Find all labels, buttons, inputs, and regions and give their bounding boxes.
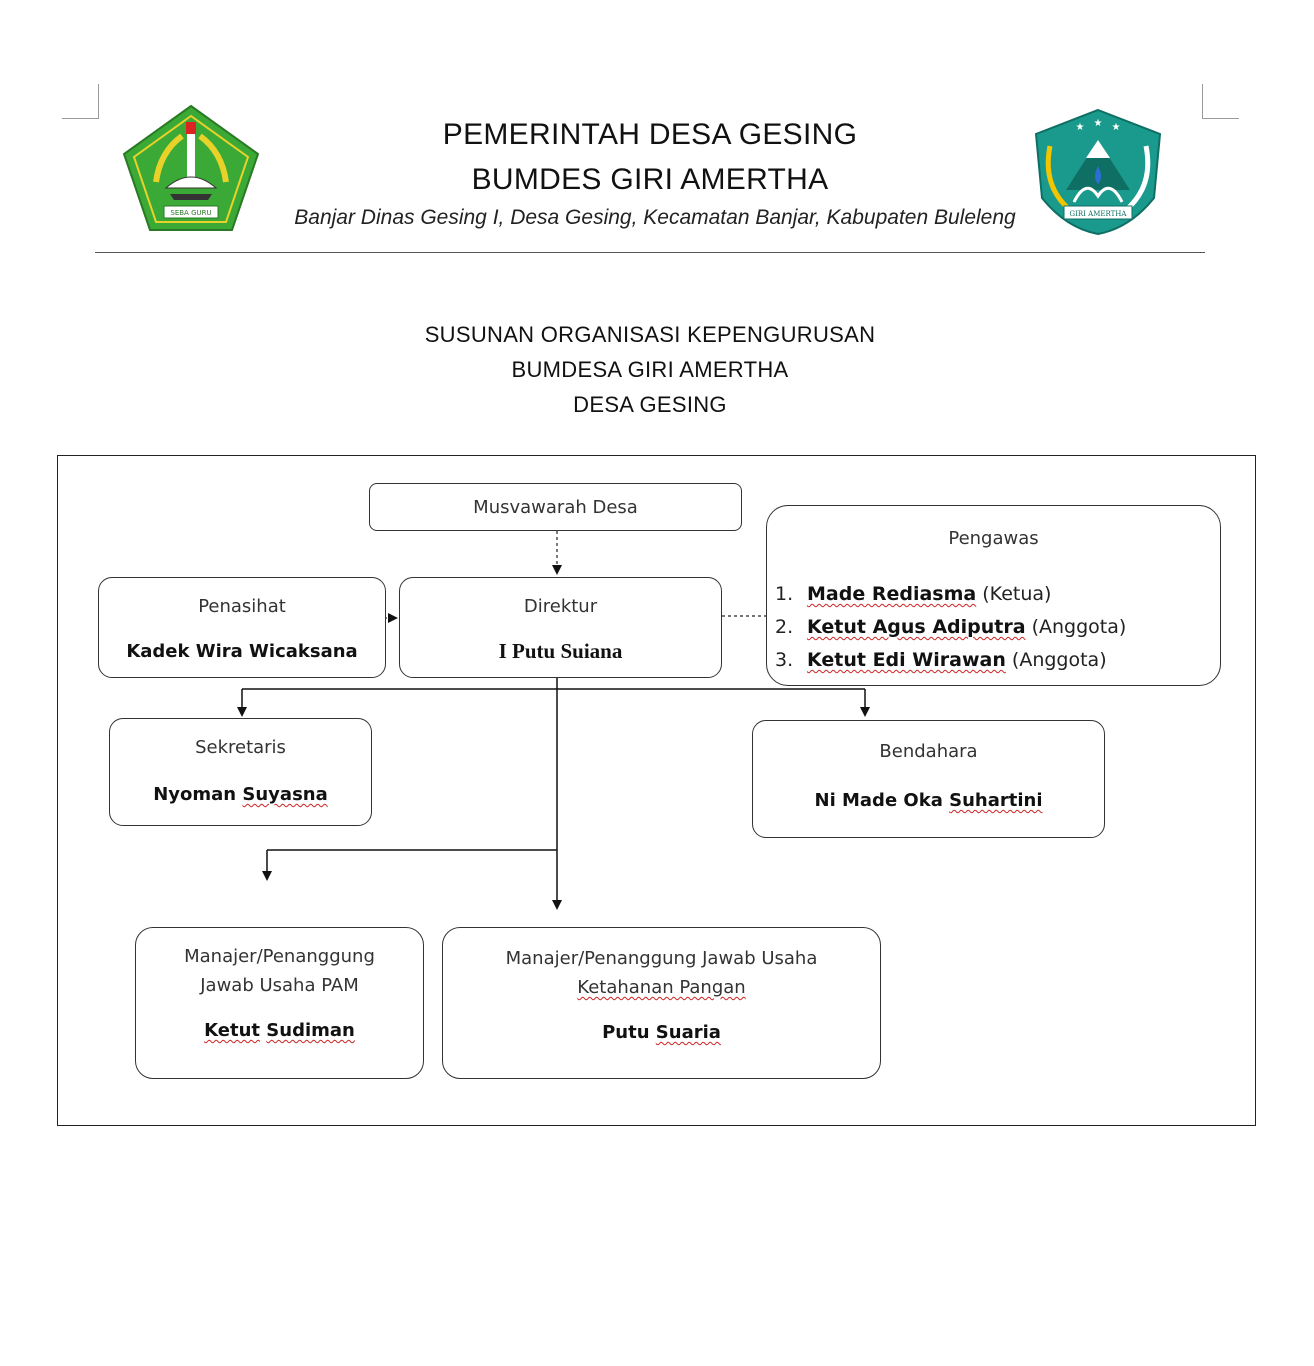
- pengawas-member-number: 2.: [775, 616, 794, 638]
- node-bendahara-name-first: Ni Made Oka: [814, 790, 943, 811]
- header-title-line1: PEMERINTAH DESA GESING: [442, 118, 858, 151]
- page-corner-mark-top-left: [62, 84, 99, 119]
- node-bendahara: Bendahara Ni Made Oka Suhartini: [752, 720, 1105, 838]
- svg-text:★: ★: [1094, 118, 1103, 129]
- node-manajer-pangan-name-wrap: Putu Suaria: [443, 1022, 880, 1043]
- node-manajer-pangan-name-first: Putu: [602, 1022, 650, 1043]
- node-manajer-pam-name-last: Sudiman: [266, 1020, 355, 1041]
- node-manajer-pangan-role-line2: Ketahanan Pangan: [577, 977, 746, 998]
- document-title-line3: DESA GESING: [573, 392, 727, 417]
- pengawas-member-number: 3.: [775, 649, 794, 671]
- svg-text:GIRI AMERTHA: GIRI AMERTHA: [1070, 210, 1128, 218]
- node-bendahara-name-wrap: Ni Made Oka Suhartini: [753, 790, 1104, 811]
- org-chart-frame: [57, 455, 1256, 1126]
- svg-text:★: ★: [1076, 122, 1085, 133]
- node-manajer-pam: Manajer/Penanggung Jawab Usaha PAM Ketut…: [135, 927, 424, 1079]
- pengawas-member: 1. Made Rediasma (Ketua): [775, 578, 1126, 611]
- pengawas-member-name: Made Rediasma: [807, 583, 977, 605]
- header-address: Banjar Dinas Gesing I, Desa Gesing, Keca…: [294, 206, 1016, 229]
- pengawas-member-name: Ketut Edi Wirawan: [807, 649, 1006, 671]
- node-sekretaris-name-last: Suyasna: [242, 784, 328, 805]
- node-penasihat: Penasihat Kadek Wira Wicaksana: [98, 577, 386, 678]
- document-title-line2: BUMDESA GIRI AMERTHA: [511, 357, 789, 382]
- pengawas-member-note: (Anggota): [1031, 616, 1127, 638]
- pengawas-member-note: (Ketua): [982, 583, 1052, 605]
- pengawas-member-name: Ketut Agus Adiputra: [807, 616, 1026, 638]
- svg-text:SEBA GURU: SEBA GURU: [170, 209, 211, 217]
- node-manajer-pam-name-wrap: Ketut Sudiman: [136, 1020, 423, 1041]
- pengawas-member-note: (Anggota): [1011, 649, 1107, 671]
- node-pengawas-role: Pengawas: [948, 528, 1039, 549]
- node-sekretaris-role: Sekretaris: [195, 737, 286, 758]
- node-sekretaris-name-first: Nyoman: [153, 784, 237, 805]
- node-direktur: Direktur I Putu Suiana: [399, 577, 722, 678]
- node-manajer-pangan-name-last: Suaria: [655, 1022, 721, 1043]
- pengawas-member-list: 1. Made Rediasma (Ketua) 2. Ketut Agus Adi…: [775, 578, 1126, 677]
- node-manajer-pam-role-line2: Jawab Usaha PAM: [200, 975, 359, 996]
- node-direktur-role: Direktur: [523, 596, 598, 617]
- node-bendahara-role: Bendahara: [879, 741, 978, 762]
- pengawas-member: 2. Ketut Agus Adiputra (Anggota): [775, 611, 1126, 644]
- giri-amertha-logo: ★ ★ ★ GIRI AMERTHA: [1030, 106, 1166, 236]
- svg-text:★: ★: [1112, 122, 1121, 133]
- node-manajer-pam-role-line1: Manajer/Penanggung: [184, 946, 375, 967]
- page-corner-mark-top-right: [1202, 84, 1239, 119]
- node-pengawas: Pengawas 1. Made Rediasma (Ketua) 2. Ketut…: [766, 505, 1221, 686]
- buleleng-emblem-logo: SEBA GURU: [120, 102, 262, 234]
- document-title-line1: SUSUNAN ORGANISASI KEPENGURUSAN: [424, 322, 876, 347]
- node-bendahara-name-last: Suhartini: [949, 790, 1043, 811]
- node-manajer-pangan-role-line1: Manajer/Penanggung Jawab Usaha: [505, 948, 818, 969]
- pengawas-member: 3. Ketut Edi Wirawan (Anggota): [775, 644, 1126, 677]
- pengawas-member-number: 1.: [775, 583, 794, 605]
- node-musyawarah-desa: Musvawarah Desa: [369, 483, 742, 531]
- node-penasihat-role: Penasihat: [198, 596, 286, 617]
- header-title-line2: BUMDES GIRI AMERTHA: [471, 163, 829, 196]
- node-penasihat-name: Kadek Wira Wicaksana: [126, 641, 358, 662]
- node-manajer-ketahanan-pangan: Manajer/Penanggung Jawab Usaha Ketahanan…: [442, 927, 881, 1079]
- node-sekretaris-name-wrap: Nyoman Suyasna: [110, 784, 371, 805]
- node-sekretaris: Sekretaris Nyoman Suyasna: [109, 718, 372, 826]
- node-direktur-name: I Putu Suiana: [498, 639, 623, 663]
- header-divider: [95, 252, 1205, 253]
- node-manajer-pam-name-first: Ketut: [204, 1020, 261, 1041]
- node-musyawarah-role: Musvawarah Desa: [473, 497, 638, 518]
